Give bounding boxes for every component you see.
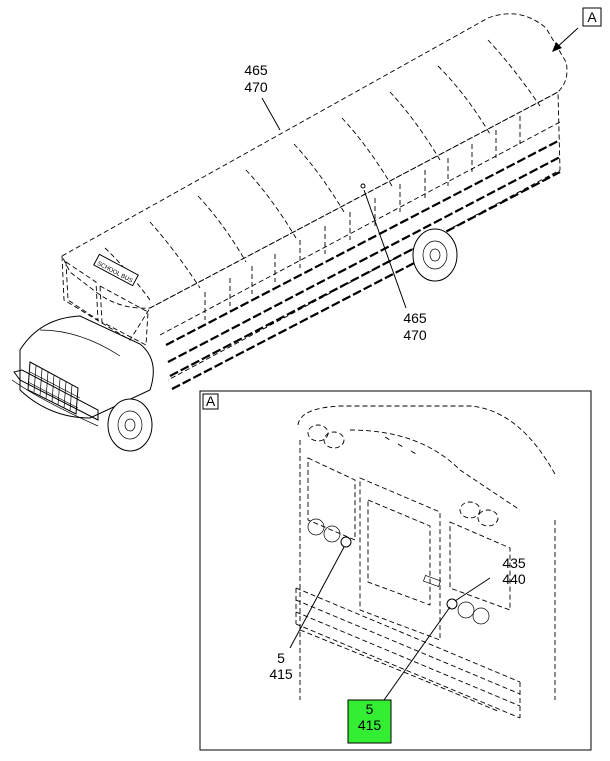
callout-roof: 465 470 xyxy=(244,62,281,131)
detail-label-text: A xyxy=(206,393,216,409)
callout-5-left-line2: 415 xyxy=(269,666,293,682)
detail-label-box xyxy=(202,393,219,410)
callout-side: 465 470 xyxy=(363,189,427,343)
callout-roof-line2: 470 xyxy=(244,79,268,95)
callout-roof-leader xyxy=(261,97,281,131)
callout-435-line2: 440 xyxy=(502,571,526,587)
detail-frame xyxy=(199,390,592,751)
callout-side-line1: 465 xyxy=(403,310,427,326)
callout-side-leader xyxy=(363,189,407,309)
callout-435-line1: 435 xyxy=(502,555,526,571)
callout-5-left-leader xyxy=(289,546,345,649)
callout-5-left-line1: 5 xyxy=(277,650,285,666)
callout-5-highlight-line2: 415 xyxy=(358,717,382,733)
highlight-box xyxy=(347,699,392,744)
detail-inset: A 435 440 xyxy=(199,390,592,751)
callout-5-highlight-line1: 5 xyxy=(366,701,374,717)
callout-side-line2: 470 xyxy=(403,327,427,343)
view-label-a: A xyxy=(552,7,602,52)
callout-5-highlight-leader xyxy=(383,606,451,701)
callout-roof-line1: 465 xyxy=(244,62,268,78)
view-label-a-text: A xyxy=(587,9,597,25)
school-bus: SCHOOL BUS xyxy=(11,13,568,452)
callout-435-leader xyxy=(454,577,491,602)
